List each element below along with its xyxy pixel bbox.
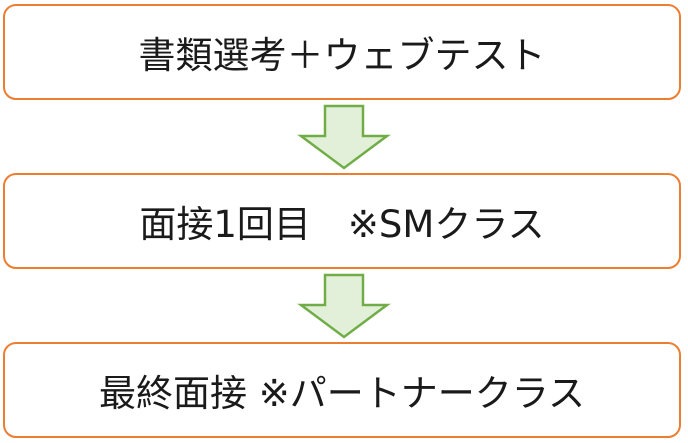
step-box-document-screening: 書類選考＋ウェブテスト — [3, 4, 681, 100]
step-box-final-interview: 最終面接 ※パートナークラス — [3, 342, 681, 438]
step-label: 書類選考＋ウェブテスト — [138, 34, 546, 77]
step-label: 最終面接 ※パートナークラス — [98, 372, 586, 415]
step-box-first-interview: 面接1回目 ※SMクラス — [3, 173, 681, 269]
arrow-down-icon — [297, 104, 391, 170]
arrow-down-icon — [297, 273, 391, 339]
step-label: 面接1回目 ※SMクラス — [139, 203, 545, 246]
